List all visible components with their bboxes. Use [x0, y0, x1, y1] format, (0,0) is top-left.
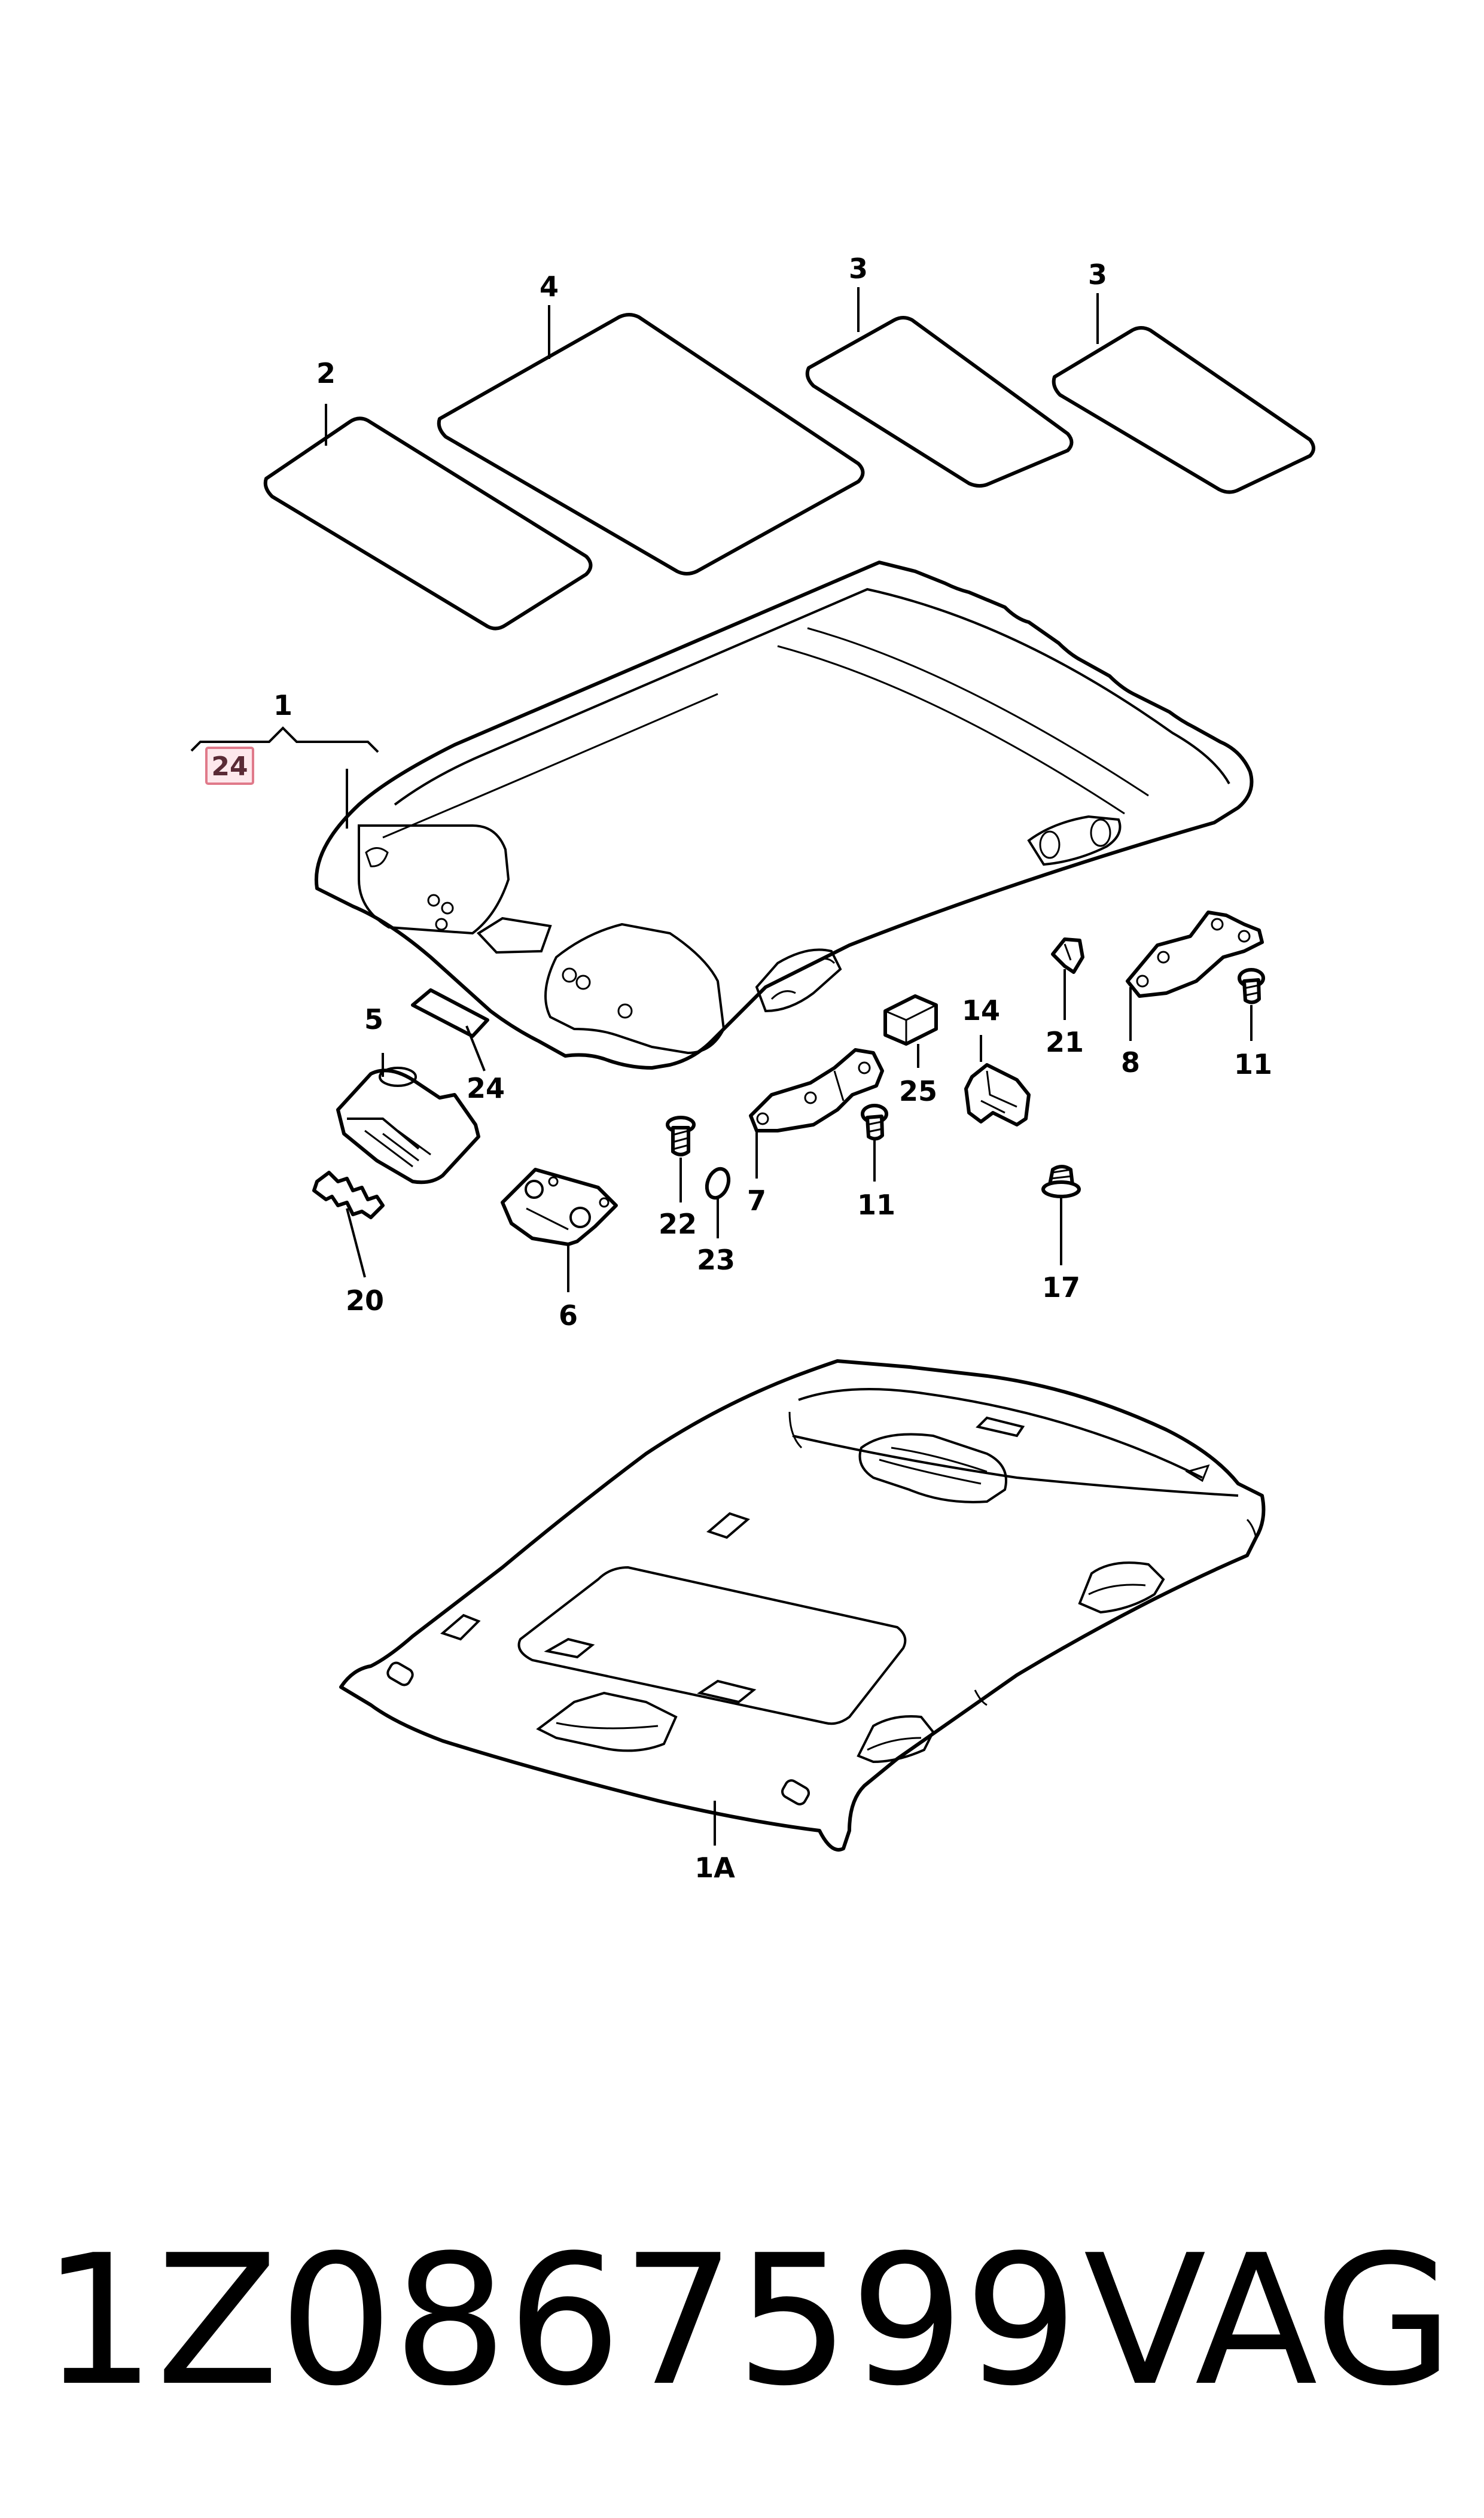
callout-3-right: 3 — [1088, 258, 1107, 291]
part-5-housing — [336, 1067, 480, 1185]
callout-21: 21 — [1046, 1026, 1084, 1058]
callout-23: 23 — [697, 1244, 735, 1276]
part-14-clip — [964, 1063, 1031, 1126]
callout-14: 14 — [962, 994, 1000, 1027]
callout-22: 22 — [659, 1208, 697, 1240]
pad-3-left — [805, 316, 1074, 488]
callout-25: 25 — [899, 1075, 937, 1107]
callout-1: 1 — [273, 689, 292, 721]
callout-3-left: 3 — [849, 252, 868, 285]
headliner-1 — [314, 561, 1254, 1070]
callout-4: 4 — [540, 270, 559, 303]
part-25-block — [883, 994, 938, 1046]
part-8-bracket — [1126, 911, 1264, 998]
part-11-screw-b — [1238, 968, 1265, 1004]
part-11-screw-a — [861, 1104, 888, 1141]
callout-8: 8 — [1121, 1046, 1140, 1079]
part-21-clip — [1051, 937, 1084, 974]
callout-17: 17 — [1042, 1271, 1080, 1304]
callout-24: 24 — [467, 1072, 505, 1104]
callout-11-right: 11 — [1234, 1048, 1272, 1080]
callout-labels: 2 4 3 3 1 24 5 24 20 6 22 23 7 11 25 14 … — [205, 252, 1272, 1884]
callout-2: 2 — [316, 357, 336, 389]
headliner-1a — [339, 1359, 1266, 1852]
leader-lines — [190, 287, 1253, 1846]
callout-5: 5 — [364, 1003, 383, 1036]
brand-name: VAG — [1083, 2216, 1453, 2425]
part-22-screw — [666, 1116, 696, 1156]
callout-20: 20 — [346, 1284, 384, 1317]
part-7-bracket — [749, 1048, 884, 1132]
callout-7: 7 — [747, 1185, 766, 1217]
callout-6: 6 — [559, 1299, 578, 1332]
part-23-washer — [705, 1167, 731, 1200]
callout-24-highlight: 24 — [211, 751, 248, 782]
part-number: 1Z0867599 — [42, 2216, 1078, 2425]
part-20-clip — [312, 1171, 385, 1219]
callout-24-highlight-box — [205, 747, 254, 785]
part-24-pad — [411, 988, 489, 1038]
part-6-bracket — [501, 1168, 618, 1246]
part-17-screw — [1041, 1165, 1081, 1198]
pad-3-right — [1052, 326, 1315, 494]
callout-1a: 1A — [694, 1852, 735, 1884]
pad-4 — [437, 313, 865, 576]
pad-2 — [263, 416, 593, 631]
callout-11-middle: 11 — [857, 1189, 895, 1221]
footer: 1Z0867599 VAG — [42, 2213, 1453, 2429]
